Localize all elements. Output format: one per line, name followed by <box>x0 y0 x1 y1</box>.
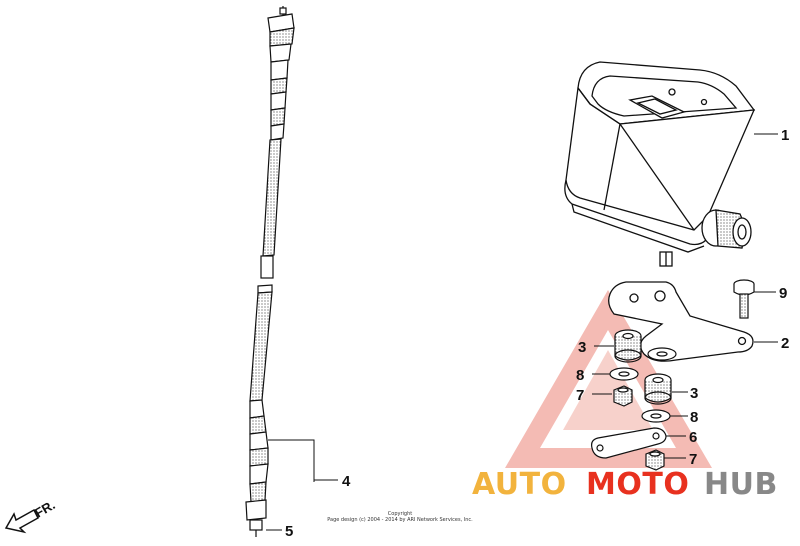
washer-upper <box>609 367 639 381</box>
callout-7a[interactable]: 7 <box>576 387 584 404</box>
bolt <box>733 279 755 319</box>
watermark-logo: AUTO MOTO HUB <box>472 467 778 502</box>
callout-1[interactable]: 1 <box>781 127 789 144</box>
callout-3a[interactable]: 3 <box>578 339 586 356</box>
speedometer-housing <box>564 61 756 267</box>
watermark-part1: AUTO <box>472 467 567 502</box>
leader-lines-cable <box>266 439 338 531</box>
copyright-line2: Page design (c) 2004 - 2014 by ARI Netwo… <box>327 517 473 523</box>
washer-bracket <box>647 347 677 361</box>
rubber-grommet-lower <box>644 373 672 405</box>
callout-9[interactable]: 9 <box>779 285 787 302</box>
watermark-part2: MOTO <box>586 467 689 502</box>
copyright-notice: Copyright Page design (c) 2004 - 2014 by… <box>300 511 500 523</box>
callout-4[interactable]: 4 <box>342 473 351 490</box>
callout-5[interactable]: 5 <box>285 523 293 540</box>
nut-upper <box>613 385 633 407</box>
callout-7b[interactable]: 7 <box>689 451 697 468</box>
callout-8b[interactable]: 8 <box>690 409 698 426</box>
washer-lower <box>641 409 671 423</box>
rubber-grommet-upper <box>614 329 642 363</box>
front-direction-arrow: FR. <box>4 497 58 534</box>
watermark-part3: HUB <box>704 467 778 502</box>
callout-6[interactable]: 6 <box>689 429 697 446</box>
callout-2[interactable]: 2 <box>781 335 789 352</box>
mounting-bracket <box>608 281 754 362</box>
callout-3b[interactable]: 3 <box>690 385 698 402</box>
watermark-triangle <box>505 290 712 468</box>
nut-lower <box>645 449 665 471</box>
speedometer-cable <box>245 6 295 537</box>
copyright-line1: Copyright <box>387 511 413 517</box>
callout-8a[interactable]: 8 <box>576 367 584 384</box>
